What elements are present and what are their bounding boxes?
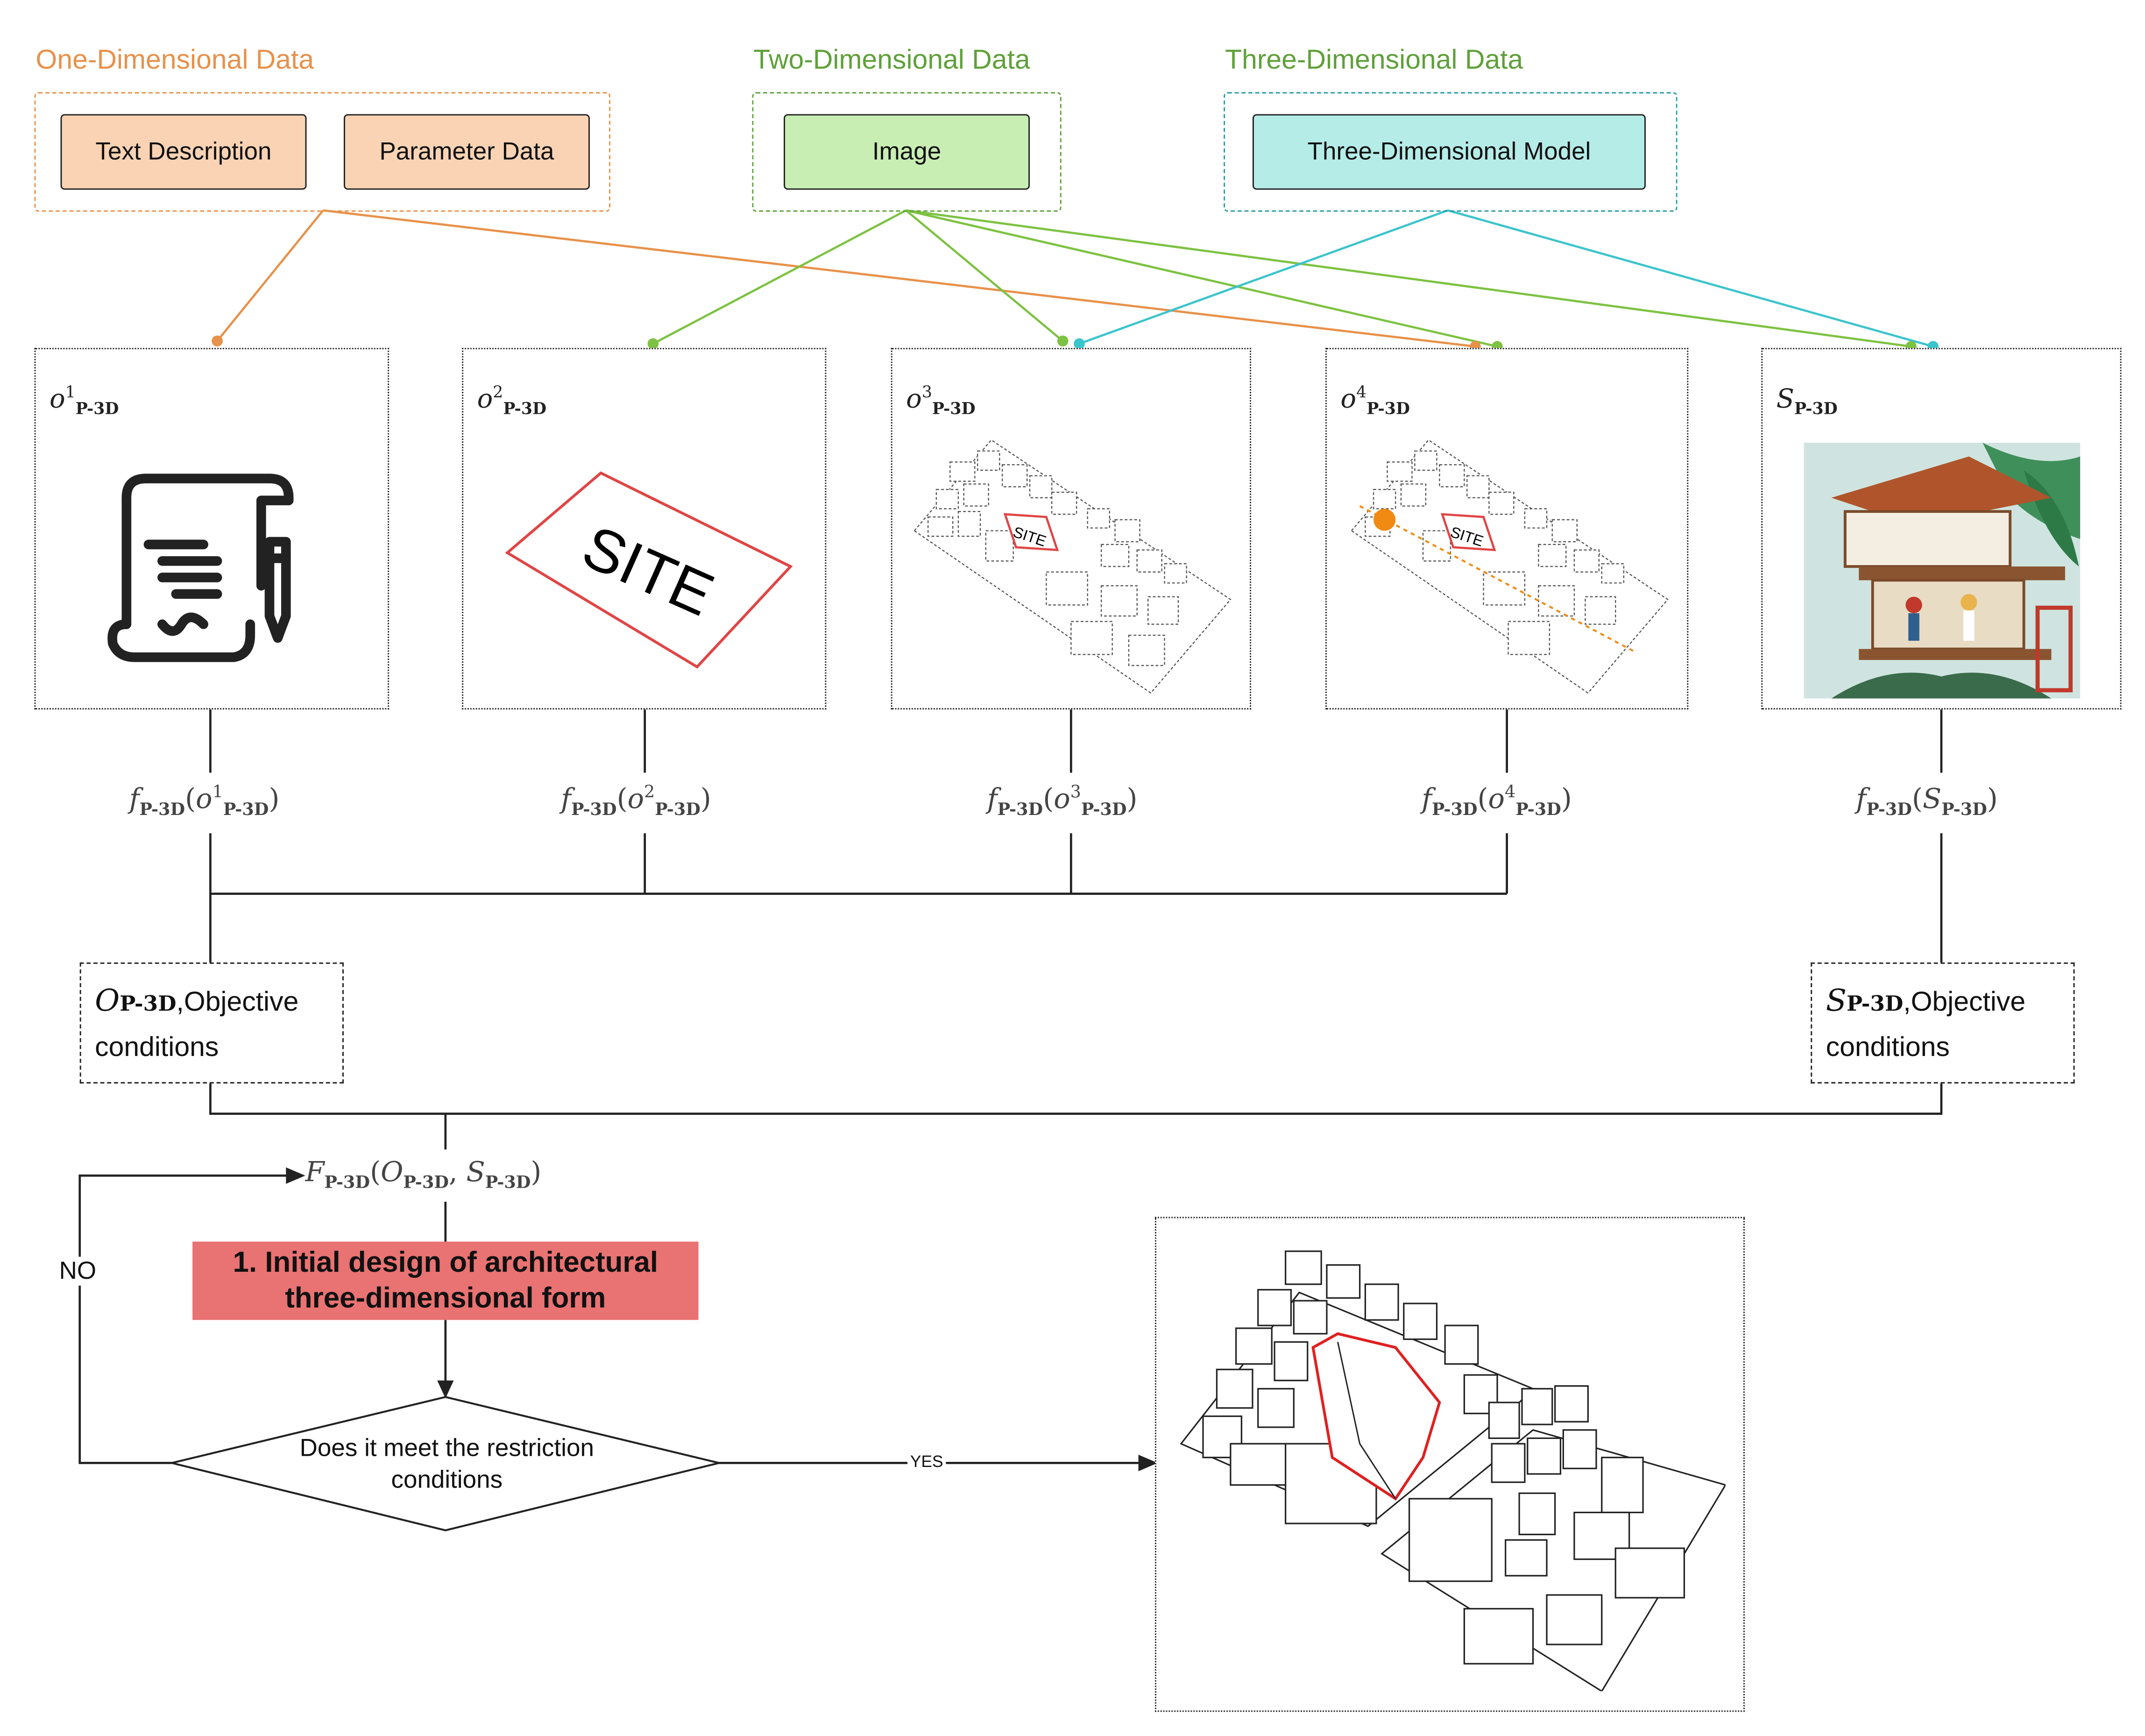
node-text-description: o1P-3D — [34, 347, 389, 710]
city-model-icon: SITE — [913, 439, 1232, 694]
site-plate-icon: SITE — [505, 471, 793, 669]
text-description-tag: Text Description — [60, 114, 307, 190]
three-d-to-node5-line — [1447, 209, 1933, 348]
connector-dot — [1057, 335, 1069, 347]
function-label-5: fP-3D(SP-3D) — [1856, 782, 1998, 819]
node3-symbol: o3P-3D — [906, 382, 976, 418]
three-dimensional-model-tag: Three-Dimensional Model — [1252, 114, 1646, 190]
three-dimensional-data-label: Three-Dimensional Data — [1225, 45, 1523, 76]
node4-symbol: o4P-3D — [1340, 382, 1410, 418]
two-d-to-node4-line — [906, 209, 1498, 348]
parameter-data-tag: Parameter Data — [344, 114, 590, 190]
one-dimensional-group — [34, 92, 611, 212]
node-subjective-image: SP-3D — [1761, 347, 2122, 710]
function-label-2: fP-3D(o2P-3D) — [561, 781, 711, 819]
two-dimensional-data-label: Two-Dimensional Data — [753, 45, 1030, 76]
function-label-1: fP-3D(o1P-3D) — [129, 781, 280, 819]
three-d-to-node3-line — [1079, 209, 1448, 345]
treehouse-illustration — [1804, 442, 2081, 699]
objective-text: ,Objective conditions — [95, 987, 299, 1063]
three-dimensional-group — [1224, 92, 1678, 212]
connector-dot — [1074, 338, 1085, 349]
function-label-3: fP-3D(o3P-3D) — [987, 781, 1138, 819]
one-d-to-node1-line — [216, 209, 324, 342]
two-dimensional-group — [752, 92, 1062, 212]
massing-model-icon — [1180, 1250, 1726, 1692]
no-label: NO — [59, 1256, 97, 1286]
function-label-4: fP-3D(o4P-3D) — [1422, 781, 1572, 819]
two-d-to-node2-line — [652, 209, 907, 345]
document-scroll-icon — [107, 474, 294, 662]
two-d-to-node3-line — [905, 209, 1064, 342]
connector-dot — [212, 335, 223, 347]
node1-symbol: o1P-3D — [49, 382, 119, 418]
connector-dot — [647, 338, 659, 349]
sun-icon — [1373, 509, 1396, 531]
objective-symbol: OP-3D — [95, 984, 177, 1019]
result-massing-model — [1154, 1217, 1745, 1712]
initial-design-step: 1. Initial design of architectural three… — [192, 1241, 699, 1320]
node2-symbol: o2P-3D — [477, 382, 547, 418]
node-city-model: o3P-3D SITE — [891, 347, 1252, 710]
node-site-image: o2P-3D SITE — [462, 347, 827, 710]
city-model-sun-icon: SITE — [1351, 439, 1669, 694]
subjective-symbol: SP-3D — [1826, 984, 1904, 1019]
yes-label: YES — [907, 1452, 946, 1472]
objective-conditions-box: OP-3D,Objective conditions — [79, 962, 344, 1084]
node5-symbol: SP-3D — [1776, 384, 1838, 418]
one-dimensional-data-label: One-Dimensional Data — [35, 45, 314, 76]
subjective-conditions-box: SP-3D,Objective conditions — [1811, 962, 2075, 1084]
image-tag: Image — [784, 114, 1030, 190]
two-d-to-node5-line — [906, 209, 1911, 348]
subjective-text: ,Objective conditions — [1826, 987, 2026, 1063]
combine-function-label: FP-3D(OP-3D, SP-3D) — [305, 1155, 542, 1192]
one-d-to-node4-line — [323, 209, 1476, 348]
decision-diamond — [171, 1396, 720, 1531]
node-city-model-sun: o4P-3D SITE — [1325, 347, 1689, 710]
decision-label: Does it meet the restriction conditions — [299, 1434, 594, 1494]
